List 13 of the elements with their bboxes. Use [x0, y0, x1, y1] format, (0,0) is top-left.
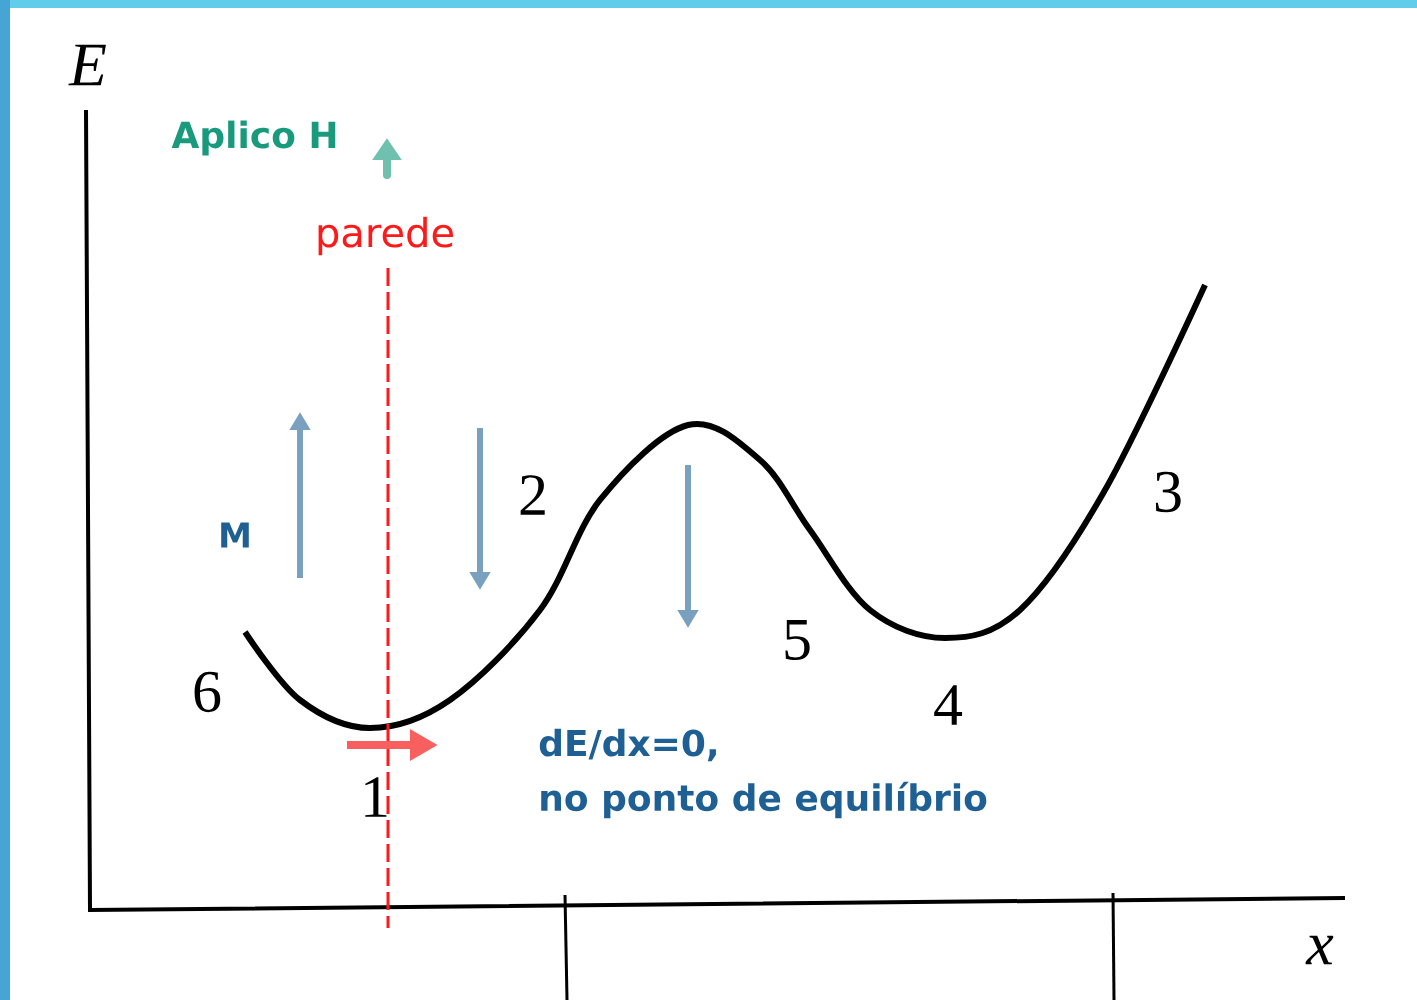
point-number: 1 — [365, 777, 387, 817]
axis-label: x — [1305, 935, 1334, 965]
annotation-text: Aplico H — [171, 120, 336, 156]
point-number: 4 — [934, 685, 963, 725]
point-number: 5 — [785, 620, 810, 660]
annotation-text: dE/dx=0, — [539, 728, 716, 762]
point-number: 6 — [194, 671, 221, 713]
axis-label: E — [68, 44, 106, 86]
annotation-text: M — [221, 522, 249, 548]
point-number: 3 — [1155, 471, 1181, 513]
wall-label: parede — [318, 216, 453, 256]
point-number: 2 — [520, 475, 545, 515]
annotation-text: no ponto de equilíbrio — [541, 781, 987, 819]
